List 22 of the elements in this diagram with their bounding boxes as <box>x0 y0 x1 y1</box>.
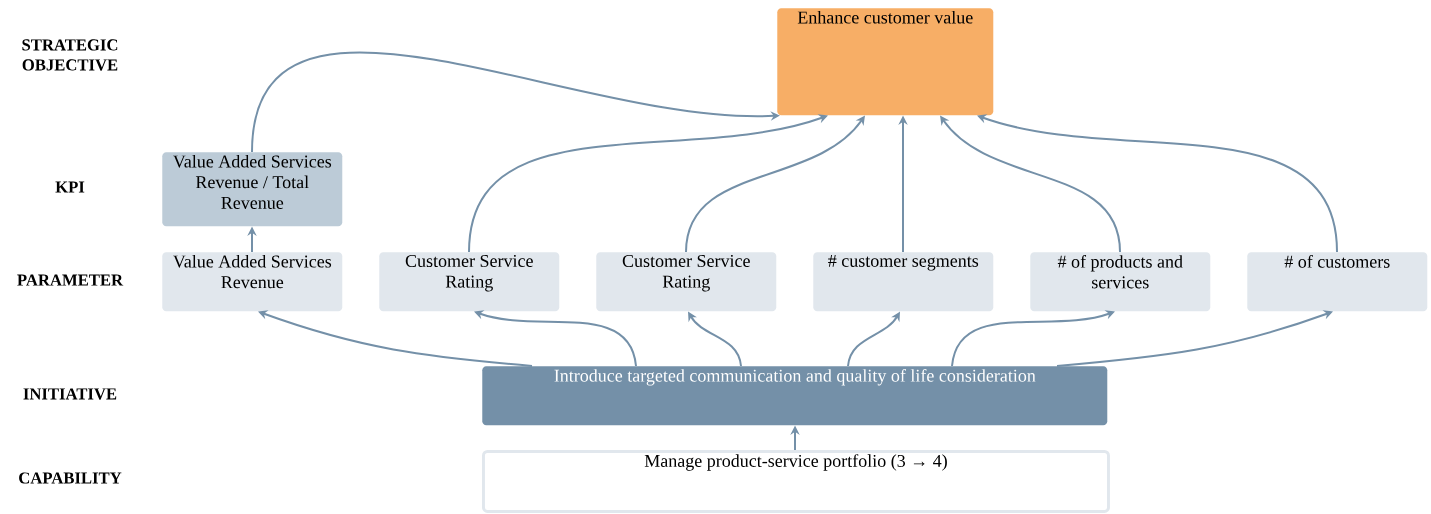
kpi-box: Value Added Services Revenue / Total Revenue <box>162 152 343 227</box>
capability-box: Manage product-service portfolio (3 → 4) <box>482 450 1110 513</box>
row-label: STRATEGIC OBJECTIVE <box>22 39 118 71</box>
row-label: PARAMETER <box>17 274 124 286</box>
arrow <box>258 310 533 367</box>
arrow <box>468 114 828 253</box>
parameter-box: # customer segments <box>813 252 994 312</box>
parameter-box: Customer Service Rating <box>596 252 777 312</box>
row-label: KPI <box>55 181 85 193</box>
row-label: INITIATIVE <box>23 388 117 400</box>
parameter-box: # of products and services <box>1030 252 1211 312</box>
arrow <box>1056 310 1333 367</box>
arrow <box>251 52 780 153</box>
arrow <box>951 310 1115 367</box>
arrow <box>474 310 637 367</box>
objective-box: Enhance customer value <box>777 8 994 116</box>
parameter-box: Customer Service Rating <box>379 252 560 312</box>
row-label: CAPABILITY <box>19 472 122 484</box>
initiative-box: Introduce targeted communication and quality of life consideration <box>482 366 1108 426</box>
parameter-box: Value Added Services Revenue <box>162 252 343 312</box>
parameter-box: # of customers <box>1247 252 1428 312</box>
arrow <box>977 114 1338 253</box>
